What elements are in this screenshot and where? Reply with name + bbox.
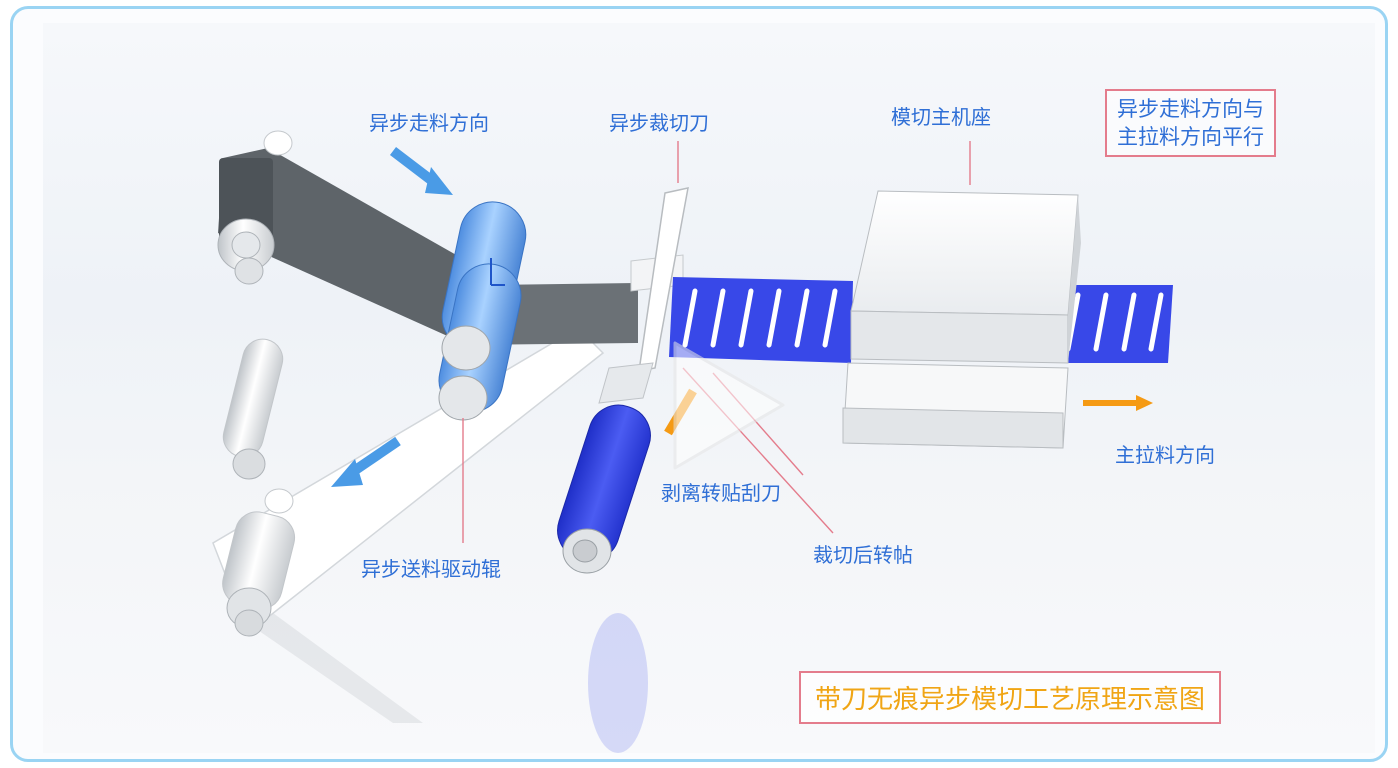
return-direction-arrow [331, 436, 401, 487]
rewind-roller [222, 488, 296, 637]
label-async-drive-roller: 异步送料驱动辊 [361, 557, 501, 581]
die-cut-base [842, 190, 1081, 449]
parallel-note-box: 异步走料方向与 主拉料方向平行 [1105, 89, 1276, 157]
label-main-pull-direction: 主拉料方向 [1115, 443, 1215, 467]
unwind-roller [217, 130, 293, 285]
play-icon[interactable] [673, 341, 785, 470]
process-diagram [212, 130, 1173, 753]
parallel-note-line1: 异步走料方向与 [1117, 97, 1264, 121]
parallel-note-line2: 主拉料方向平行 [1117, 125, 1264, 149]
label-async-feed-direction: 异步走料方向 [369, 111, 489, 135]
floor-reflection [233, 613, 648, 753]
async-drive-rollers [438, 201, 527, 421]
idle-roller [222, 338, 284, 480]
label-peel-blade: 剥离转贴刮刀 [661, 481, 781, 505]
diagram-stage: 异步走料方向 异步裁切刀 模切主机座 异步走料方向与 主拉料方向平行 主拉料方向… [43, 23, 1375, 753]
label-die-base: 模切主机座 [891, 105, 991, 129]
async-cutter-blade [598, 187, 689, 404]
peel-roller [557, 404, 651, 574]
label-async-cutter: 异步裁切刀 [609, 111, 709, 135]
label-after-cut-transfer: 裁切后转帖 [813, 543, 913, 567]
gray-feed-belt [218, 148, 488, 343]
cut-material-strip [669, 277, 1173, 363]
main-pull-arrow [1083, 395, 1153, 411]
diagram-title: 带刀无痕异步模切工艺原理示意图 [799, 671, 1222, 724]
video-frame: 异步走料方向 异步裁切刀 模切主机座 异步走料方向与 主拉料方向平行 主拉料方向… [10, 6, 1388, 762]
feed-direction-arrow [389, 147, 453, 195]
